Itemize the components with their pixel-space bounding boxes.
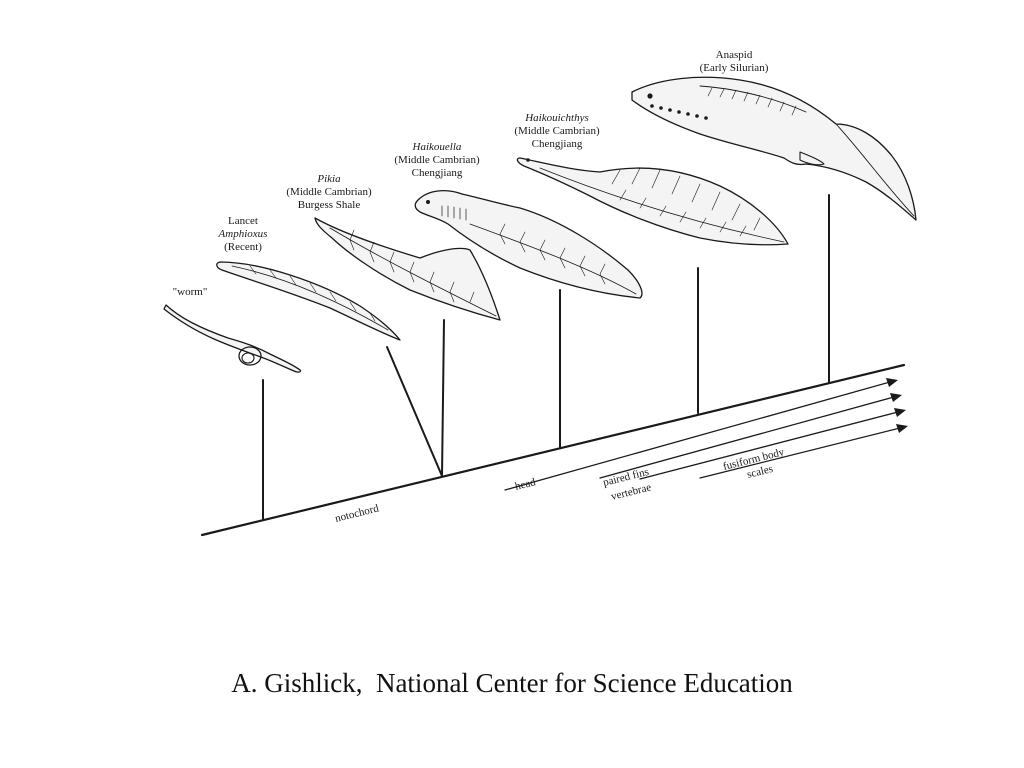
svg-text:(Recent): (Recent) — [224, 241, 262, 253]
svg-text:(Middle Cambrian): (Middle Cambrian) — [394, 154, 480, 166]
svg-text:"worm": "worm" — [173, 286, 208, 298]
svg-text:Anaspid: Anaspid — [716, 49, 753, 61]
pikia-figure — [314, 217, 501, 321]
svg-text:Haikouichthys: Haikouichthys — [524, 112, 589, 124]
haikouella-figure — [414, 189, 643, 299]
credit-author: A. Gishlick, — [231, 668, 363, 698]
character-labels: notochord head paired fins vertebrae fus… — [334, 446, 786, 525]
taxon-label-worm: "worm" — [173, 286, 208, 298]
lancet-figure — [216, 261, 401, 341]
branch-stems — [262, 194, 830, 521]
svg-text:(Middle Cambrian): (Middle Cambrian) — [286, 186, 372, 198]
svg-text:(Middle Cambrian): (Middle Cambrian) — [514, 125, 600, 137]
worm-figure — [163, 304, 302, 373]
svg-text:Lancet: Lancet — [228, 215, 258, 227]
svg-text:(Early Silurian): (Early Silurian) — [700, 62, 769, 74]
svg-text:Pikia: Pikia — [316, 173, 341, 185]
svg-text:Amphioxus: Amphioxus — [218, 228, 268, 240]
cladogram-trunk — [200, 363, 906, 537]
svg-text:Chengjiang: Chengjiang — [412, 167, 463, 179]
taxon-label-lancet: Lancet Amphioxus (Recent) — [218, 215, 268, 253]
anaspid-figure — [631, 76, 917, 221]
taxon-label-pikia: Pikia (Middle Cambrian) Burgess Shale — [286, 173, 372, 211]
character-arrows — [504, 378, 908, 491]
taxon-label-haikouichthys: Haikouichthys (Middle Cambrian) Chengjia… — [514, 112, 600, 150]
taxon-label-anaspid: Anaspid (Early Silurian) — [700, 49, 769, 74]
haikouichthys-figure — [516, 157, 789, 246]
svg-text:Burgess Shale: Burgess Shale — [298, 199, 361, 211]
char-head: head — [514, 476, 538, 493]
svg-text:Haikouella: Haikouella — [412, 141, 462, 153]
credit-org: National Center for Science Education — [375, 668, 793, 698]
taxon-label-haikouella: Haikouella (Middle Cambrian) Chengjiang — [394, 141, 480, 179]
credit-line: A. Gishlick, National Center for Science… — [0, 668, 1024, 699]
char-notochord: notochord — [334, 502, 381, 525]
svg-text:Chengjiang: Chengjiang — [532, 138, 583, 150]
